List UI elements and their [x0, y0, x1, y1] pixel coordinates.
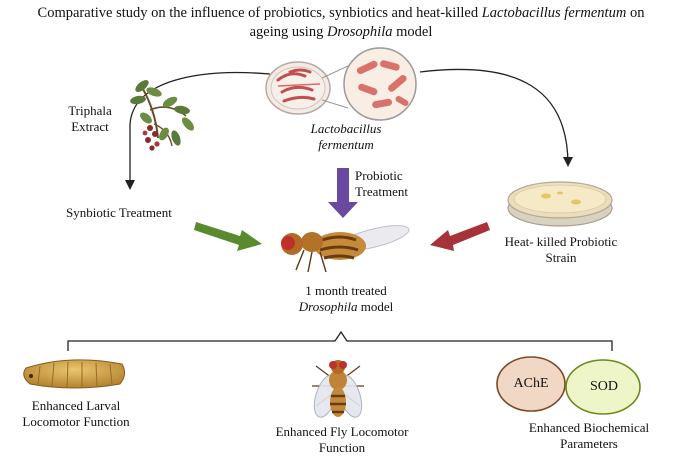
heat-killed-arrow: [430, 222, 490, 251]
biochemical-circles: [496, 356, 641, 415]
sod-label: SOD: [589, 379, 618, 394]
synbiotic-arrow: [194, 222, 262, 251]
treated-fly-label: 1 month treated Drosophila model: [298, 283, 394, 314]
synbiotic-treatment-label: Synbiotic Treatment: [66, 205, 172, 220]
bacteria-magnified-icon: [321, 47, 417, 121]
outcomes-bracket: [67, 330, 613, 351]
heat-killed-plate-icon: [507, 181, 613, 227]
figure-title: Comparative study on the influence of pr…: [0, 4, 682, 42]
title-line-1: Comparative study on the influence of pr…: [37, 5, 645, 21]
ache-label: AChE: [513, 376, 549, 391]
arrow-to-heat-killed: [419, 68, 573, 167]
central-fly-icon: [281, 225, 410, 273]
sod-circle: [565, 359, 641, 415]
larva-icon: [23, 359, 126, 389]
title-line-2: ageing using Drosophila model: [249, 24, 433, 40]
arrow-to-synbiotic: [125, 71, 271, 190]
probiotic-arrow: [328, 168, 358, 218]
culture-plate-icon: [265, 61, 331, 115]
triphala-plant-icon: [130, 80, 194, 151]
ache-circle: [496, 356, 566, 412]
adult-fly-icon: [312, 360, 364, 418]
